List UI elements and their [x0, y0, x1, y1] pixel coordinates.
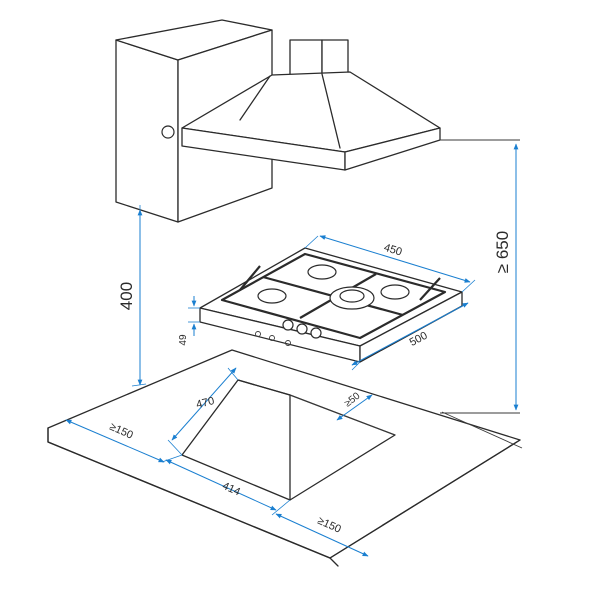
control-knob [282, 319, 294, 331]
label-cutout-width: 470 [195, 395, 216, 411]
label-hob-width: 450 [382, 242, 403, 259]
burner-back-left [307, 264, 337, 280]
burner-front-right [380, 284, 410, 300]
back-wall-line [440, 139, 523, 449]
chimney-hood [181, 39, 441, 171]
label-hob-height: 49 [178, 334, 189, 346]
gas-hob [199, 247, 463, 363]
control-knob [296, 323, 308, 335]
countertop [47, 349, 521, 567]
label-wall-unit-to-counter: 400 [117, 282, 136, 310]
burner-front-left [257, 288, 287, 304]
control-knob [310, 327, 322, 339]
label-hood-to-hob: ≥ 650 [493, 231, 512, 273]
dimension-lines [65, 143, 519, 557]
